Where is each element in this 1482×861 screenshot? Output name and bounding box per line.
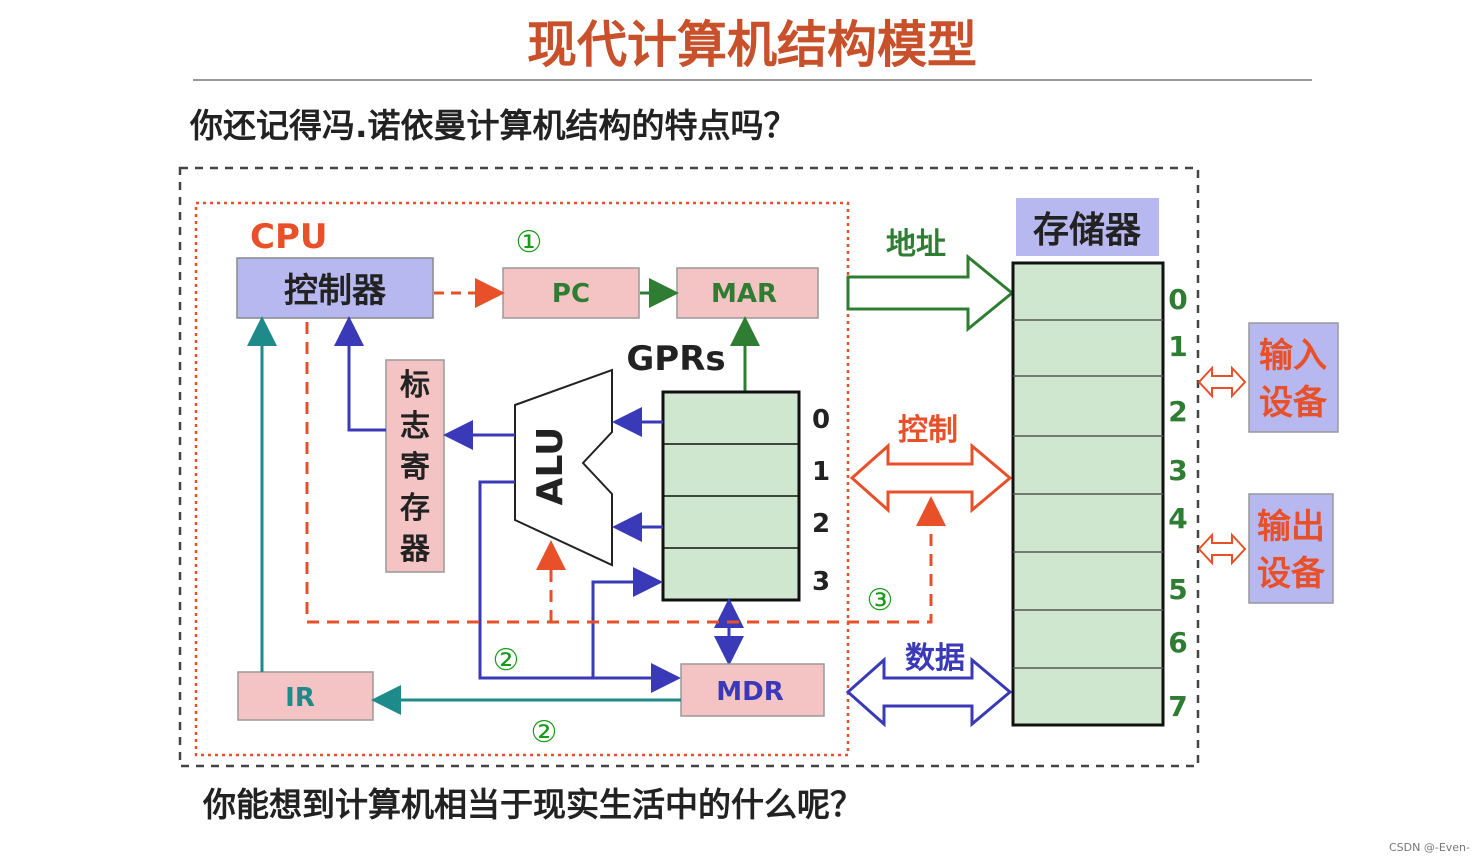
- input-device-label: 输入: [1259, 336, 1327, 376]
- step3-marker: ③: [867, 583, 894, 618]
- gpr-index: 2: [812, 509, 830, 539]
- flag-register-char: 志: [400, 409, 430, 444]
- address-bus-label: 地址: [886, 227, 946, 262]
- flag-register-char: 标: [400, 368, 430, 403]
- memory-index: 5: [1168, 573, 1187, 606]
- ir-label: IR: [285, 683, 315, 713]
- input-device-arrow: [1197, 365, 1247, 399]
- data-bus-label: 数据: [905, 641, 965, 676]
- question-bottom: 你能想到计算机相当于现实生活中的什么呢？: [202, 785, 863, 824]
- data-bus-arrow: [845, 656, 1013, 728]
- output-device-label: 设备: [1257, 554, 1326, 594]
- page-title: 现代计算机结构模型: [527, 16, 977, 74]
- output-device-label: 输出: [1257, 507, 1325, 547]
- mar-box: MAR: [676, 267, 819, 319]
- memory-index: 2: [1168, 395, 1187, 428]
- output-device-arrow: [1197, 532, 1247, 566]
- flags-to-controller-arrow: [334, 316, 386, 432]
- step2-marker: ②: [493, 643, 520, 678]
- flag-register-char: 存: [400, 491, 430, 526]
- memory-header-box: 存储器: [1016, 198, 1159, 256]
- gpr-register-file: [661, 390, 801, 602]
- flag-register-char: 器: [399, 532, 431, 567]
- mdr-box: MDR: [680, 663, 825, 717]
- gprs-label: GPRs: [626, 339, 725, 379]
- cpu-label: CPU: [250, 217, 327, 257]
- alu-label: ALU: [530, 427, 571, 506]
- flag-register-char: 寄: [400, 450, 430, 485]
- control-bus-arrow: [849, 442, 1013, 514]
- memory-index: 6: [1168, 626, 1187, 659]
- ir-box: IR: [237, 671, 374, 721]
- mdr-label: MDR: [716, 677, 783, 707]
- gpr-index: 1: [812, 457, 830, 487]
- memory-index: 0: [1168, 283, 1187, 316]
- memory-label: 存储器: [1033, 210, 1142, 251]
- step2-marker: ②: [531, 715, 558, 750]
- input-device-box: 输入 设备: [1248, 322, 1339, 433]
- mdr-to-gpr-arrow: [591, 567, 663, 678]
- alu-unit: ALU: [514, 368, 613, 567]
- control-bus-label: 控制: [898, 413, 958, 448]
- flag-register-box: 标 志 寄 存 器: [385, 359, 445, 573]
- gpr-index: 0: [812, 405, 830, 435]
- memory-index: 7: [1168, 690, 1187, 723]
- question-top: 你还记得冯.诺依曼计算机结构的特点吗？: [189, 106, 797, 145]
- memory-index: 3: [1168, 454, 1187, 487]
- controller-box: 控制器: [236, 257, 434, 319]
- pc-label: PC: [552, 279, 590, 309]
- output-device-box: 输出 设备: [1248, 493, 1334, 604]
- gpr-index: 3: [812, 567, 830, 597]
- address-bus-arrow: [846, 253, 1015, 333]
- controller-label: 控制器: [284, 271, 387, 311]
- memory-index: 4: [1168, 502, 1187, 535]
- alu-to-mdr-arrow: [478, 480, 681, 693]
- memory-cells: [1011, 261, 1165, 727]
- mar-label: MAR: [711, 279, 777, 309]
- control-signal-line: [305, 322, 946, 624]
- memory-index: 1: [1168, 330, 1187, 363]
- input-device-label: 设备: [1259, 383, 1328, 423]
- step1-marker: ①: [516, 225, 543, 260]
- system-boundary: [178, 166, 1200, 768]
- watermark: CSDN @-Even-: [1389, 841, 1470, 854]
- pc-box: PC: [502, 267, 640, 319]
